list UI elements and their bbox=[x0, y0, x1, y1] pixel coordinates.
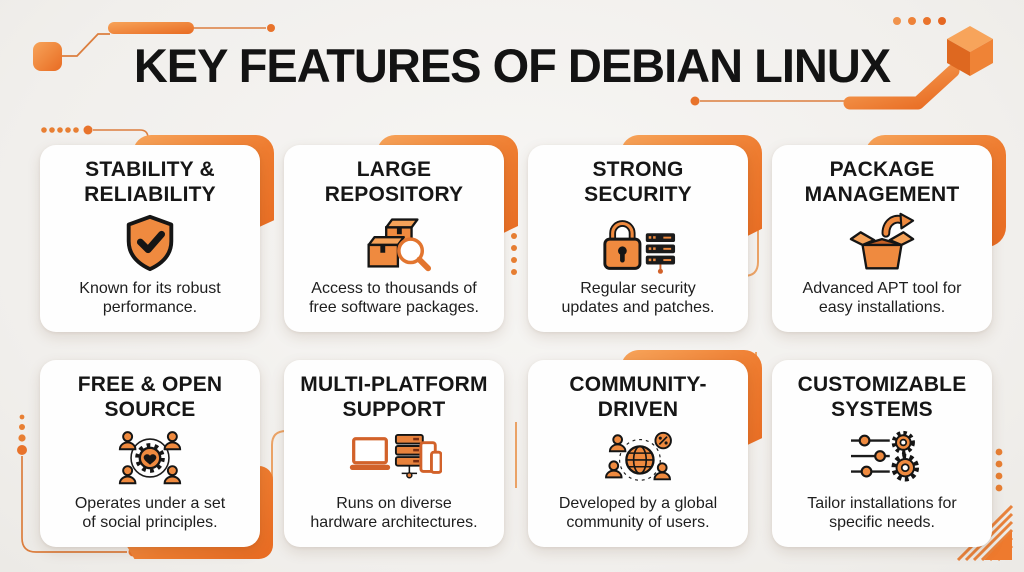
card-description: Tailor installations for specific needs. bbox=[807, 494, 956, 533]
package-search-icon bbox=[355, 207, 433, 279]
title-line: COMMUNITY- bbox=[569, 373, 707, 396]
title-line: CUSTOMIZABLE bbox=[797, 373, 967, 396]
title-line: DRIVEN bbox=[597, 397, 679, 421]
description-line: specific needs. bbox=[829, 514, 935, 532]
title-line: SUPPORT bbox=[342, 397, 446, 421]
title-line: STABILITY & bbox=[85, 158, 215, 181]
multi-device-icon bbox=[346, 422, 442, 494]
feature-card-stability-reliability: STABILITY &RELIABILITY Known for its rob… bbox=[40, 135, 274, 332]
description-line: Advanced APT tool for bbox=[802, 279, 962, 297]
description-line: Regular security bbox=[580, 279, 696, 297]
description-line: Known for its robust bbox=[79, 279, 221, 297]
title-line: MANAGEMENT bbox=[804, 182, 960, 206]
description-line: performance. bbox=[102, 299, 198, 317]
title-line: SECURITY bbox=[584, 182, 692, 206]
title-line: MULTI-PLATFORM bbox=[300, 373, 488, 396]
title-line: LARGE bbox=[356, 158, 432, 181]
header: KEY FEATURES OF DEBIAN LINUX bbox=[0, 0, 1024, 143]
card-description: Regular security updates and patches. bbox=[561, 279, 714, 318]
description-line: Runs on diverse bbox=[336, 494, 452, 512]
description-line: easy installations. bbox=[818, 299, 946, 317]
description-line: of social principles. bbox=[82, 514, 218, 532]
title-line: PACKAGE bbox=[829, 158, 935, 181]
description-line: Tailor installations for bbox=[807, 494, 957, 512]
card-description: Operates under a set of social principles… bbox=[75, 494, 225, 533]
open-box-arrow-icon bbox=[847, 207, 917, 279]
globe-community-icon bbox=[601, 422, 675, 494]
card-description: Developed by a global community of users. bbox=[559, 494, 717, 533]
title-line: SOURCE bbox=[104, 397, 196, 421]
card-title: COMMUNITY-DRIVEN bbox=[569, 373, 706, 422]
lock-server-icon bbox=[599, 207, 677, 279]
card-description: Runs on diverse hardware architectures. bbox=[310, 494, 477, 533]
card-description: Advanced APT tool for easy installations. bbox=[803, 279, 962, 318]
card-title: STABILITY &RELIABILITY bbox=[84, 158, 216, 207]
right-dots-column bbox=[995, 448, 1003, 492]
title-line: SYSTEMS bbox=[831, 397, 933, 421]
community-gear-icon bbox=[115, 422, 185, 494]
feature-grid: STABILITY &RELIABILITY Known for its rob… bbox=[40, 135, 1006, 559]
title-line: RELIABILITY bbox=[84, 182, 216, 206]
page-title: KEY FEATURES OF DEBIAN LINUX bbox=[133, 39, 891, 92]
description-line: Developed by a global bbox=[558, 494, 718, 512]
card-description: Access to thousands of free software pack… bbox=[309, 279, 479, 318]
description-line: hardware architectures. bbox=[310, 514, 478, 532]
description-line: free software packages. bbox=[309, 299, 479, 317]
feature-card-community-driven: COMMUNITY-DRIVEN bbox=[528, 350, 762, 547]
card-description: Known for its robust performance. bbox=[79, 279, 220, 318]
description-line: Operates under a set bbox=[74, 494, 226, 512]
description-line: Access to thousands of bbox=[311, 279, 477, 297]
shield-check-icon bbox=[119, 207, 181, 279]
person-figure bbox=[605, 434, 671, 481]
title-line: REPOSITORY bbox=[324, 182, 464, 206]
description-line: updates and patches. bbox=[561, 299, 715, 317]
sliders-gears-icon bbox=[843, 422, 921, 494]
title-line: STRONG bbox=[592, 158, 684, 181]
description-line: community of users. bbox=[566, 514, 710, 532]
title-line: FREE & OPEN bbox=[77, 373, 223, 396]
